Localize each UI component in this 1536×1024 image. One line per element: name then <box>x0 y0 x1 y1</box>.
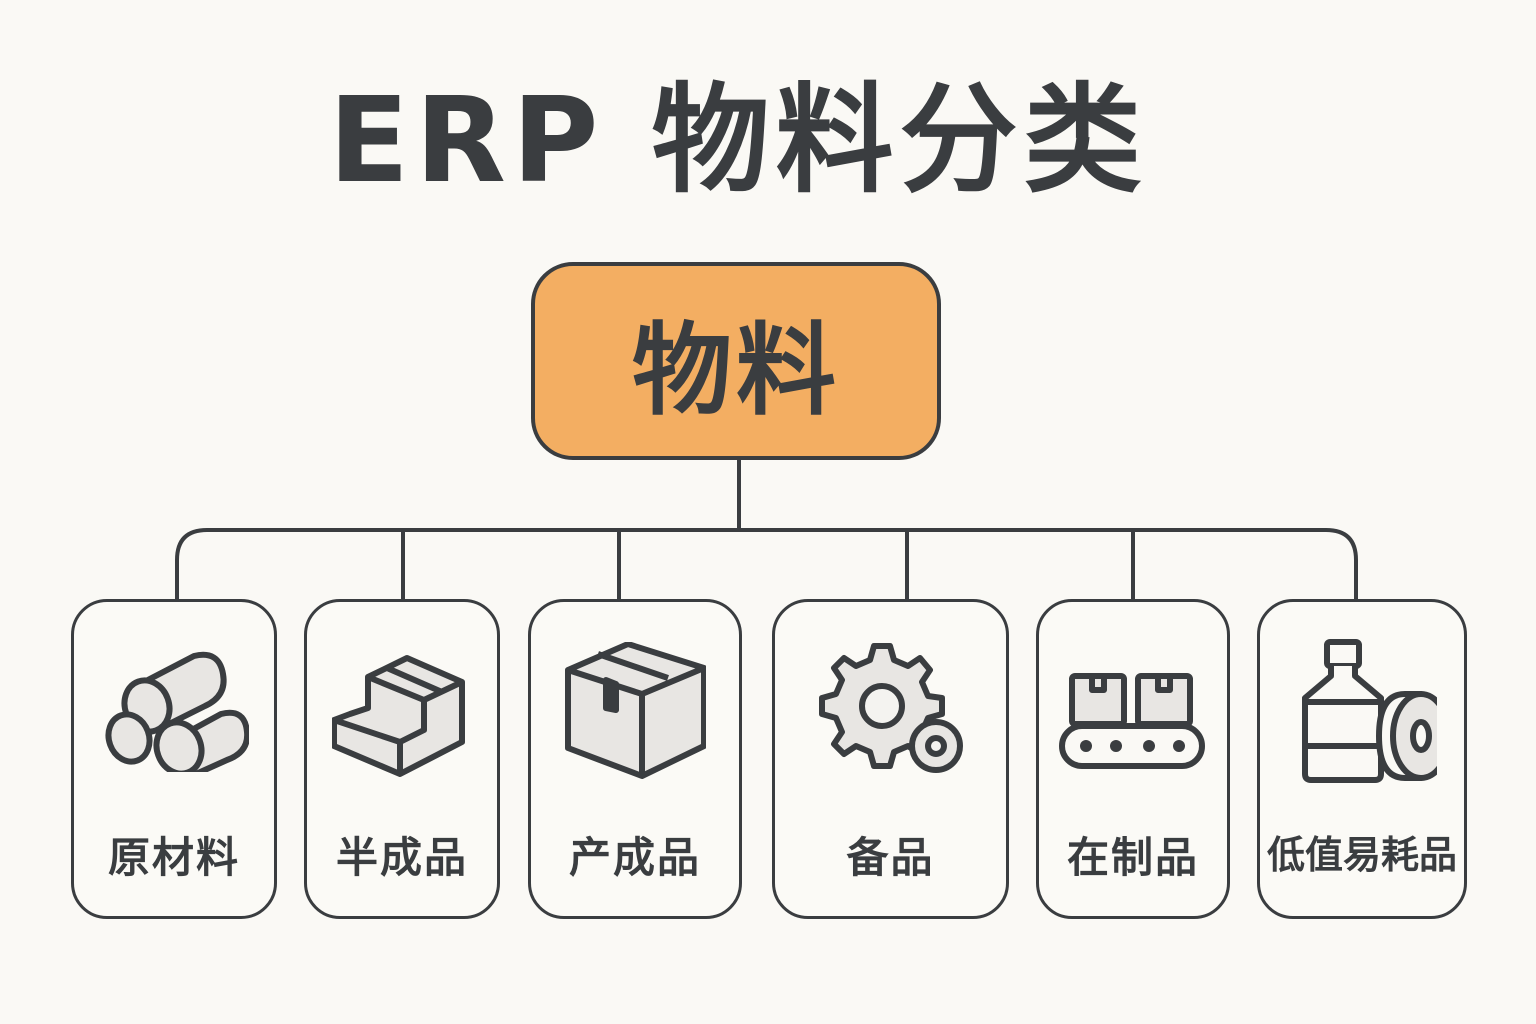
category-label: 半成品 <box>335 833 468 882</box>
category-card-semi-finished: 半成品 <box>304 599 500 919</box>
bottle-and-tape-icon <box>1302 639 1437 783</box>
category-card-work-in-progress: 在制品 <box>1036 599 1230 919</box>
root-node-materials: 物料 <box>531 262 941 460</box>
category-label: 原材料 <box>107 833 240 882</box>
category-label: 在制品 <box>1066 833 1199 882</box>
conveyor-belt-icon <box>1059 673 1205 769</box>
category-card-low-value-consumables: 低值易耗品 <box>1257 599 1467 919</box>
category-card-spare-parts: 备品 <box>772 599 1009 919</box>
gear-icon <box>818 643 963 773</box>
branch-bar-line <box>175 528 1358 599</box>
root-node-label: 物料 <box>632 311 840 429</box>
category-label: 低值易耗品 <box>1266 833 1457 877</box>
closed-box-icon <box>565 642 706 779</box>
diagram-title: ERP 物料分类 <box>328 71 1148 209</box>
category-label: 产成品 <box>568 833 701 882</box>
category-card-finished-goods: 产成品 <box>528 599 742 919</box>
category-label: 备品 <box>846 833 935 882</box>
category-card-raw-materials: 原材料 <box>71 599 277 919</box>
stepped-block-icon <box>332 655 465 777</box>
cylinders-stack-icon <box>105 651 249 772</box>
